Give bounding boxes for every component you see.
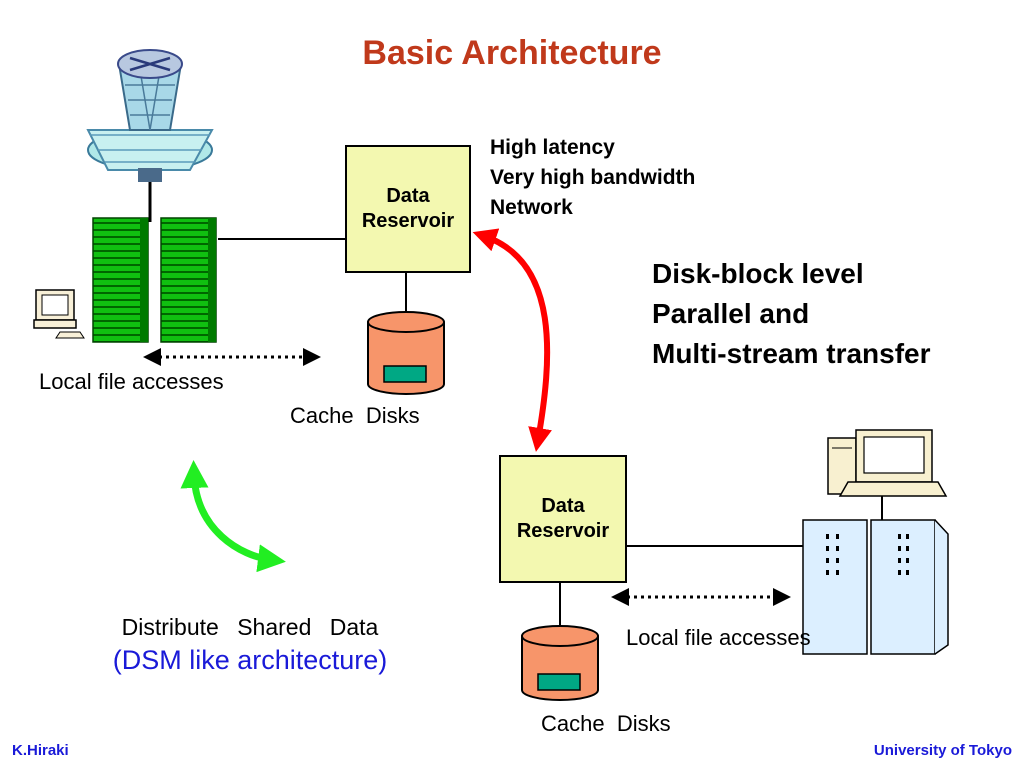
network-note-line: High latency [490, 136, 615, 159]
dsm-caption: Distribute Shared Data (DSM like archite… [0, 614, 500, 676]
data-reservoir-bottom: Data Reservoir [499, 455, 627, 583]
server-cabinet-icon [802, 519, 949, 655]
computer-icon [33, 289, 85, 339]
page-title: Basic Architecture [362, 34, 662, 72]
cylinder-disk-icon [521, 625, 599, 701]
network-arrow [472, 228, 552, 452]
transfer-note: Disk-block level Parallel and Multi-stre… [652, 254, 931, 374]
dsm-caption-line1: Distribute Shared Data [121, 614, 379, 640]
network-note-line: Very high bandwidth [490, 166, 696, 189]
network-note-line: Network [490, 196, 573, 219]
reservoir-label: Reservoir [516, 520, 610, 542]
dsm-caption-line2: (DSM like architecture) [112, 645, 388, 675]
reservoir-label: Reservoir [361, 210, 455, 232]
cache-disks-label-bottom: Cache Disks [541, 711, 671, 736]
transfer-note-line: Disk-block level [652, 258, 864, 289]
local-access-label-top: Local file accesses [39, 369, 224, 394]
telescope-icon [86, 49, 214, 222]
data-reservoir-top: Data Reservoir [345, 145, 471, 273]
cache-disks-label-top: Cache Disks [290, 403, 420, 428]
footer-institution: University of Tokyo [873, 742, 1012, 759]
cylinder-disk-icon [367, 311, 445, 395]
transfer-note-line: Multi-stream transfer [652, 338, 931, 369]
server-rack-icon [92, 217, 217, 343]
dsm-arrow [180, 460, 286, 573]
reservoir-label: Data [386, 185, 430, 207]
local-access-label-bottom: Local file accesses [626, 625, 811, 650]
reservoir-label: Data [541, 495, 585, 517]
network-note: High latency Very high bandwidth Network [490, 133, 695, 223]
transfer-note-line: Parallel and [652, 298, 810, 329]
footer-author: K.Hiraki [12, 742, 69, 759]
computer-icon [827, 429, 948, 497]
